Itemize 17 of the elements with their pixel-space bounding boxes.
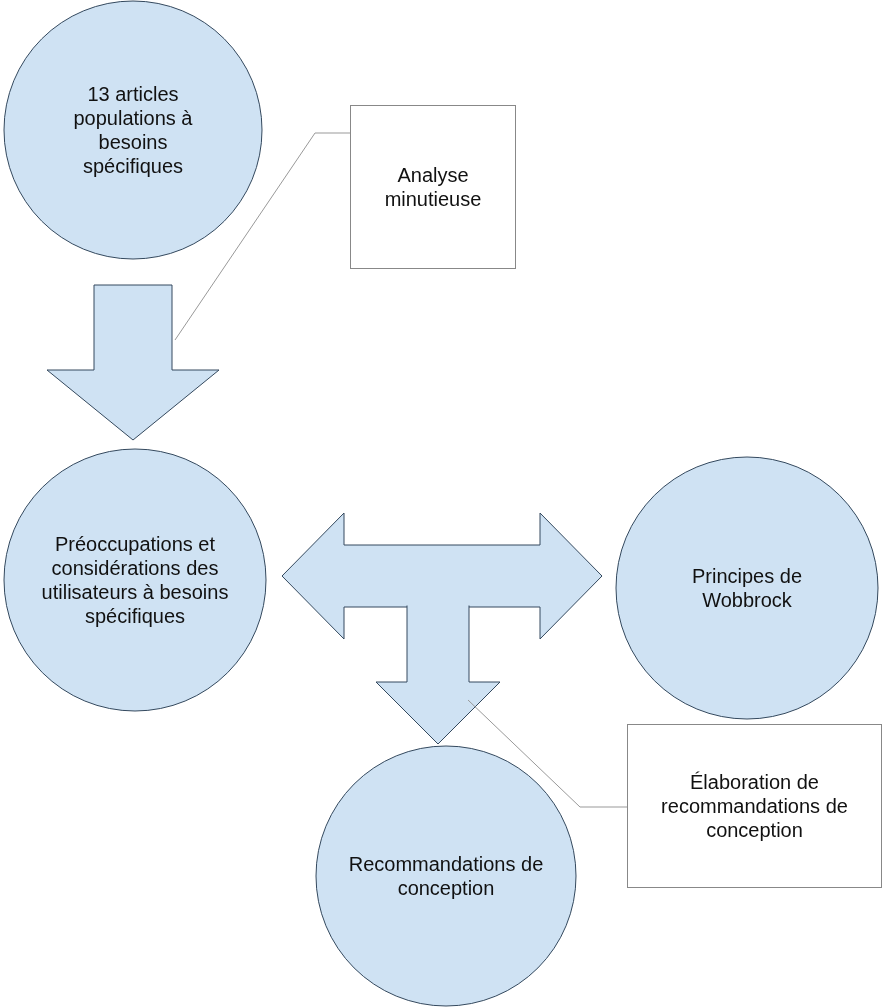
leader-line <box>174 132 351 341</box>
circle-node <box>3 0 263 260</box>
block-arrow <box>46 284 220 441</box>
node-label: 13 articles populations à besoins spécifiques <box>72 82 194 178</box>
note-box <box>350 105 516 269</box>
node-label: Préoccupations et considérations des utilisateurs à besoins spécifiques <box>40 532 230 628</box>
node-label: Analyse minutieuse <box>383 163 483 211</box>
node-label: Recommandations de conception <box>347 852 545 900</box>
note-box <box>627 724 882 888</box>
leader-line <box>467 699 628 808</box>
circle-node <box>315 745 577 1007</box>
circle-node <box>3 448 267 712</box>
node-label: Principes de Wobbrock <box>690 564 804 612</box>
circle-node <box>615 456 879 720</box>
block-arrow <box>375 605 501 745</box>
double-block-arrow <box>281 512 603 640</box>
node-label: Élaboration de recommandations de conception <box>660 770 849 842</box>
